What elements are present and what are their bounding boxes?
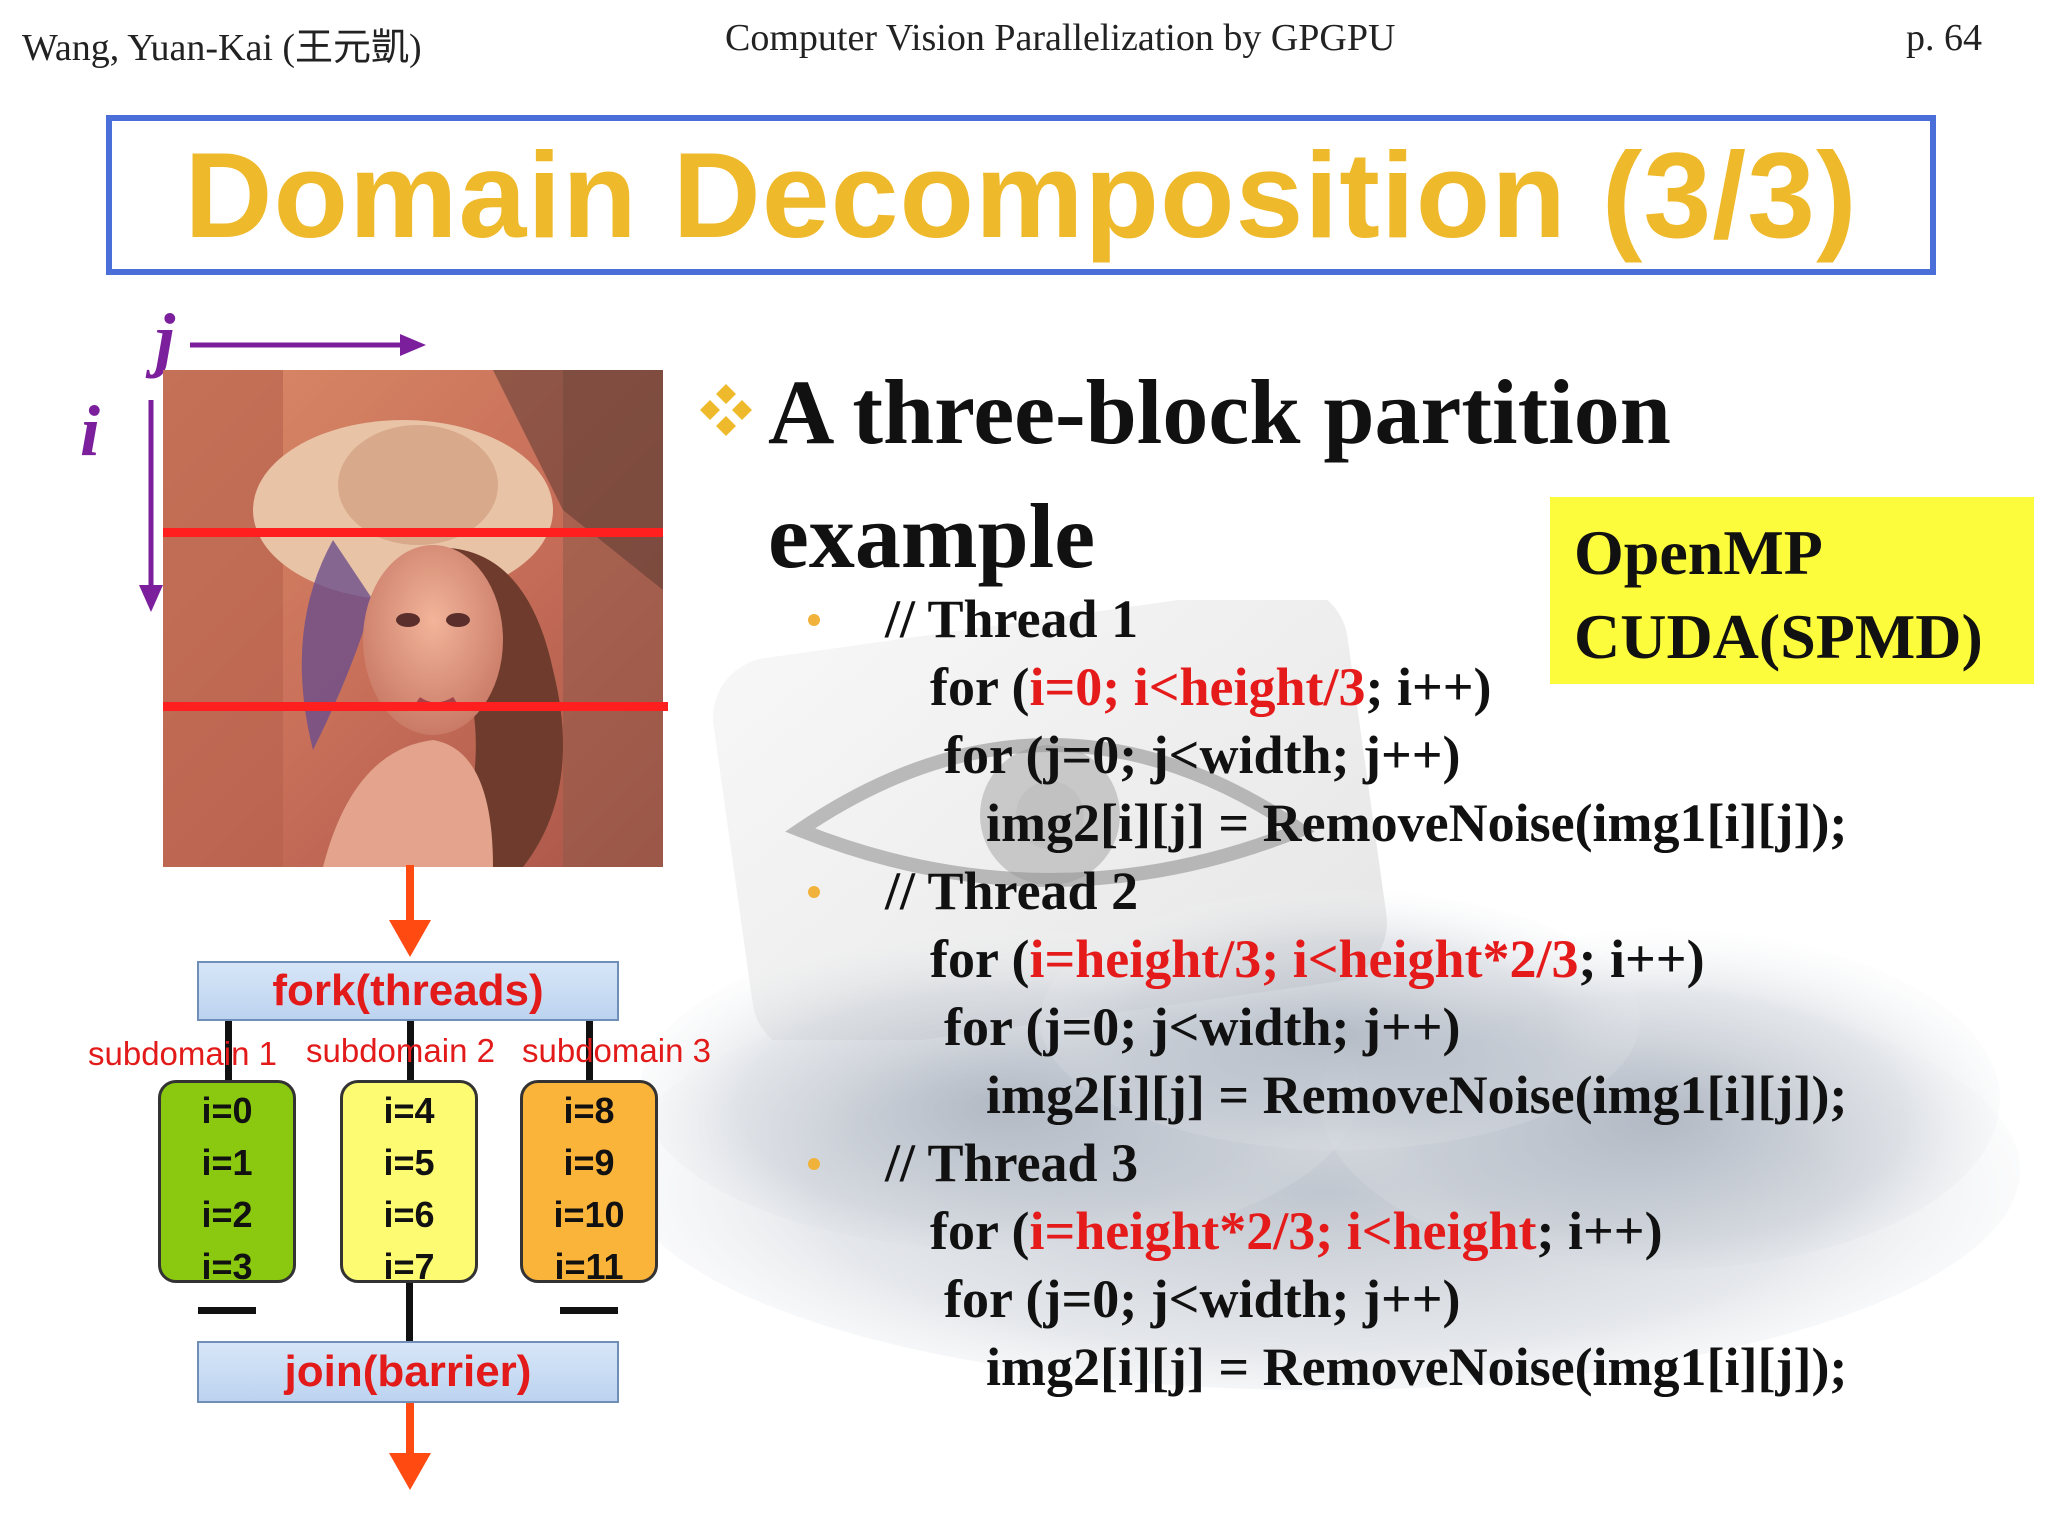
thread-2-comment: // Thread 2	[885, 861, 1139, 921]
thread-3-statement: img2[i][j] = RemoveNoise(img1[i][j]);	[986, 1337, 1848, 1397]
for-prefix: for (	[930, 1201, 1030, 1261]
sub-bullet-dot	[808, 1158, 820, 1170]
slide-title: Domain Decomposition (3/3)	[184, 127, 1858, 263]
join-barrier-bar: join(barrier)	[197, 1341, 619, 1403]
thread-block-1: i=0 i=1 i=2 i=3	[158, 1080, 296, 1283]
row-label: i=7	[383, 1246, 435, 1283]
cloud-background	[620, 890, 2020, 1390]
header-course-title: Computer Vision Parallelization by GPGPU	[725, 17, 1396, 59]
i-axis-arrow	[139, 400, 163, 612]
partition-line-2	[163, 702, 668, 711]
sub-bullet-dot	[808, 886, 820, 898]
thread-1-comment: // Thread 1	[885, 589, 1139, 649]
thread-1-outer-for: for (i=0; i<height/3; i++)	[930, 656, 1492, 718]
connector-3	[586, 1021, 593, 1085]
row-label: i=3	[201, 1246, 253, 1283]
row-label: i=1	[201, 1142, 253, 1183]
for-suffix: ; i++)	[1365, 657, 1492, 717]
diamond-bullet-icon	[700, 384, 752, 436]
fork-threads-bar: fork(threads)	[197, 961, 619, 1021]
portrait-photo	[163, 370, 663, 867]
row-label: i=10	[553, 1194, 625, 1235]
dash-3	[560, 1307, 618, 1314]
connector-4	[406, 1283, 413, 1341]
row-label: i=5	[383, 1142, 435, 1183]
j-axis-arrow	[190, 334, 426, 356]
join-label: join(barrier)	[284, 1347, 532, 1396]
thread-3-comment: // Thread 3	[885, 1133, 1139, 1193]
for-suffix: ; i++)	[1536, 1201, 1663, 1261]
thread-2-statement: img2[i][j] = RemoveNoise(img1[i][j]);	[986, 1065, 1848, 1125]
for-suffix: ; i++)	[1578, 929, 1705, 989]
row-label: i=9	[563, 1142, 615, 1183]
api-badge: OpenMP CUDA(SPMD)	[1550, 497, 2034, 684]
connector-2	[407, 1021, 414, 1085]
row-label: i=0	[201, 1090, 253, 1131]
thread-1-inner-for: for (j=0; j<width; j++)	[944, 725, 1461, 785]
subdomain-label-1: subdomain 1	[88, 1035, 277, 1072]
title-box: Domain Decomposition (3/3)	[106, 115, 1936, 275]
badge-line-2: CUDA(SPMD)	[1574, 601, 1983, 672]
bullet-heading-line-1: A three-block partition	[768, 361, 1671, 463]
thread-block-3: i=8 i=9 i=10 i=11	[520, 1080, 658, 1283]
axis-label-j: j	[155, 299, 176, 379]
for-range: i=0; i<height/3	[1029, 657, 1366, 717]
connector-1	[225, 1021, 232, 1085]
down-arrow-bottom	[389, 1403, 431, 1490]
subdomain-label-2: subdomain 2	[306, 1032, 495, 1069]
row-label: i=6	[383, 1194, 435, 1235]
header-page-number: p. 64	[1906, 17, 1982, 59]
fork-label: fork(threads)	[272, 966, 544, 1015]
partition-line-1	[163, 528, 663, 537]
for-prefix: for (	[930, 657, 1030, 717]
bullet-heading-line-2: example	[768, 485, 1096, 587]
badge-line-1: OpenMP	[1574, 517, 1823, 588]
axis-label-i: i	[80, 391, 101, 471]
for-range: i=height*2/3; i<height	[1029, 1201, 1537, 1261]
thread-3-outer-for: for (i=height*2/3; i<height; i++)	[930, 1200, 1663, 1262]
thread-1-statement: img2[i][j] = RemoveNoise(img1[i][j]);	[986, 793, 1848, 853]
dash-1	[198, 1307, 256, 1314]
thread-block-2: i=4 i=5 i=6 i=7	[340, 1080, 478, 1283]
row-label: i=4	[383, 1090, 435, 1131]
for-prefix: for (	[930, 929, 1030, 989]
header-author: Wang, Yuan-Kai (王元凱)	[22, 27, 422, 69]
row-label: i=8	[563, 1090, 615, 1131]
thread-2-outer-for: for (i=height/3; i<height*2/3; i++)	[930, 928, 1705, 990]
bullet-heading: A three-block partition example	[768, 350, 1868, 598]
for-range: i=height/3; i<height*2/3	[1029, 929, 1579, 989]
down-arrow-top	[389, 865, 431, 957]
thread-2-inner-for: for (j=0; j<width; j++)	[944, 997, 1461, 1057]
row-label: i=2	[201, 1194, 253, 1235]
row-label: i=11	[554, 1246, 624, 1283]
thread-3-inner-for: for (j=0; j<width; j++)	[944, 1269, 1461, 1329]
sub-bullet-dot	[808, 614, 820, 626]
subdomain-label-3: subdomain 3	[522, 1032, 711, 1069]
